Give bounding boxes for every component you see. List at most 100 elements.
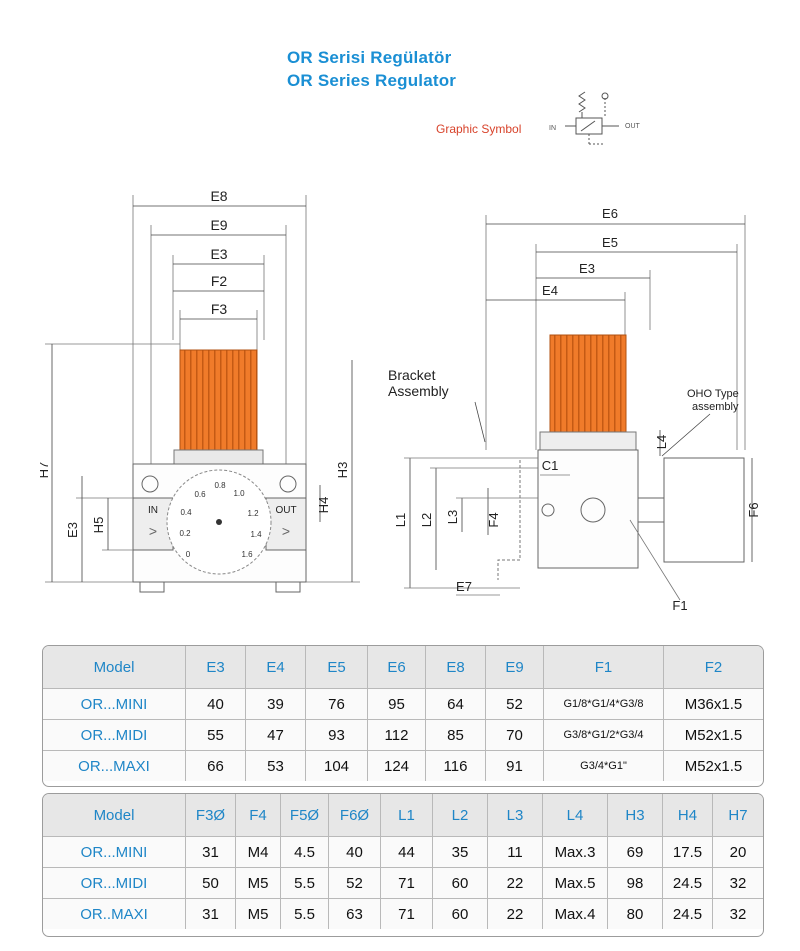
symbol-in-label: IN [549,125,556,132]
column-header: E5 [306,646,368,689]
table-cell: 116 [426,751,486,781]
table-cell: 50 [186,868,236,899]
gauge-1-0: 1.0 [233,489,245,498]
column-header: E9 [486,646,544,689]
dim-l4: L4 [654,435,669,449]
table-cell: 31 [186,899,236,929]
dim-f1: F1 [672,598,687,613]
table-cell: 64 [426,689,486,720]
column-header: E3 [186,646,246,689]
table-cell: 5.5 [281,899,329,929]
table-cell: 66 [186,751,246,781]
regulator-graphic-symbol: IN OUT [549,91,641,145]
column-header: L1 [381,794,433,837]
column-header: E6 [368,646,426,689]
table-cell: G3/4*G1" [544,751,664,781]
symbol-out-label: OUT [625,123,641,130]
table-cell: M36x1.5 [664,689,763,720]
table-cell: M52x1.5 [664,720,763,751]
model-cell: OR...MAXI [43,751,186,781]
table-cell: 52 [486,689,544,720]
dim-e3-top: E3 [210,246,227,262]
table-cell: 32 [713,899,763,929]
dim-e3-side: E3 [65,522,80,538]
table-cell: 98 [608,868,663,899]
dim-e4: E4 [542,283,558,298]
column-header: L2 [433,794,488,837]
dim-e9: E9 [210,217,227,233]
table-cell: 52 [329,868,381,899]
table-cell: 44 [381,837,433,868]
column-header: F2 [664,646,763,689]
dim-h7: H7 [40,462,51,479]
table-cell: 60 [433,868,488,899]
table-cell: 22 [488,868,543,899]
table-cell: 112 [368,720,426,751]
table-cell: 4.5 [281,837,329,868]
table-cell: Max.4 [543,899,608,929]
model-cell: OR...MIDI [43,868,186,899]
table-cell: 93 [306,720,368,751]
gauge-1-2: 1.2 [247,509,259,518]
table-cell: 60 [433,899,488,929]
bracket-label-2: Assembly [388,383,449,399]
table-cell: 17.5 [663,837,713,868]
table-cell: M5 [236,868,281,899]
table-cell: 11 [488,837,543,868]
dim-l2: L2 [419,513,434,527]
dim-f2: F2 [211,273,228,289]
table-cell: 85 [426,720,486,751]
gauge-0-2: 0.2 [179,529,191,538]
bracket-label-1: Bracket [388,367,436,383]
gauge-1-6: 1.6 [241,550,253,559]
port-out-label: OUT [275,505,296,516]
table-cell: G3/8*G1/2*G3/4 [544,720,664,751]
gauge-0-4: 0.4 [180,508,192,517]
table-cell: Max.3 [543,837,608,868]
oho-label-2: assembly [692,401,739,413]
table-cell: 80 [608,899,663,929]
column-header: H3 [608,794,663,837]
column-header: F1 [544,646,664,689]
table-cell: 63 [329,899,381,929]
table-cell: 91 [486,751,544,781]
table-cell: 55 [186,720,246,751]
table-cell: 32 [713,868,763,899]
table-cell: 35 [433,837,488,868]
table-cell: M4 [236,837,281,868]
column-header: F4 [236,794,281,837]
table-cell: Max.5 [543,868,608,899]
column-header: H4 [663,794,713,837]
table-cell: 40 [329,837,381,868]
front-view-drawing: E8 E9 E3 F2 F3 0.6 0.8 1.0 0.4 1.2 0.2 1… [40,188,360,593]
dim-f6: F6 [746,502,761,517]
gauge-0-6: 0.6 [194,490,206,499]
dim-f3: F3 [211,301,228,317]
dim-f4: F4 [486,512,501,527]
model-cell: OR...MIDI [43,720,186,751]
dim-e8: E8 [210,188,227,204]
column-header: Model [43,794,186,837]
title-english: OR Series Regulator [287,71,457,90]
table-cell: G1/8*G1/4*G3/8 [544,689,664,720]
table-cell: 69 [608,837,663,868]
dim-l1: L1 [393,513,408,527]
table-cell: 76 [306,689,368,720]
model-cell: OR..MAXI [43,899,186,929]
table-cell: 39 [246,689,306,720]
port-in-label: IN [148,505,158,516]
column-header: F6Ø [329,794,381,837]
table-cell: 31 [186,837,236,868]
table-cell: 24.5 [663,899,713,929]
column-header: E8 [426,646,486,689]
column-header: F3Ø [186,794,236,837]
side-view-drawing: E6 E5 E3 E4 L1 L2 L3 F4 L4 F6 C1 E [388,206,761,613]
column-header: F5Ø [281,794,329,837]
oho-label-1: OHO Type [687,388,739,400]
